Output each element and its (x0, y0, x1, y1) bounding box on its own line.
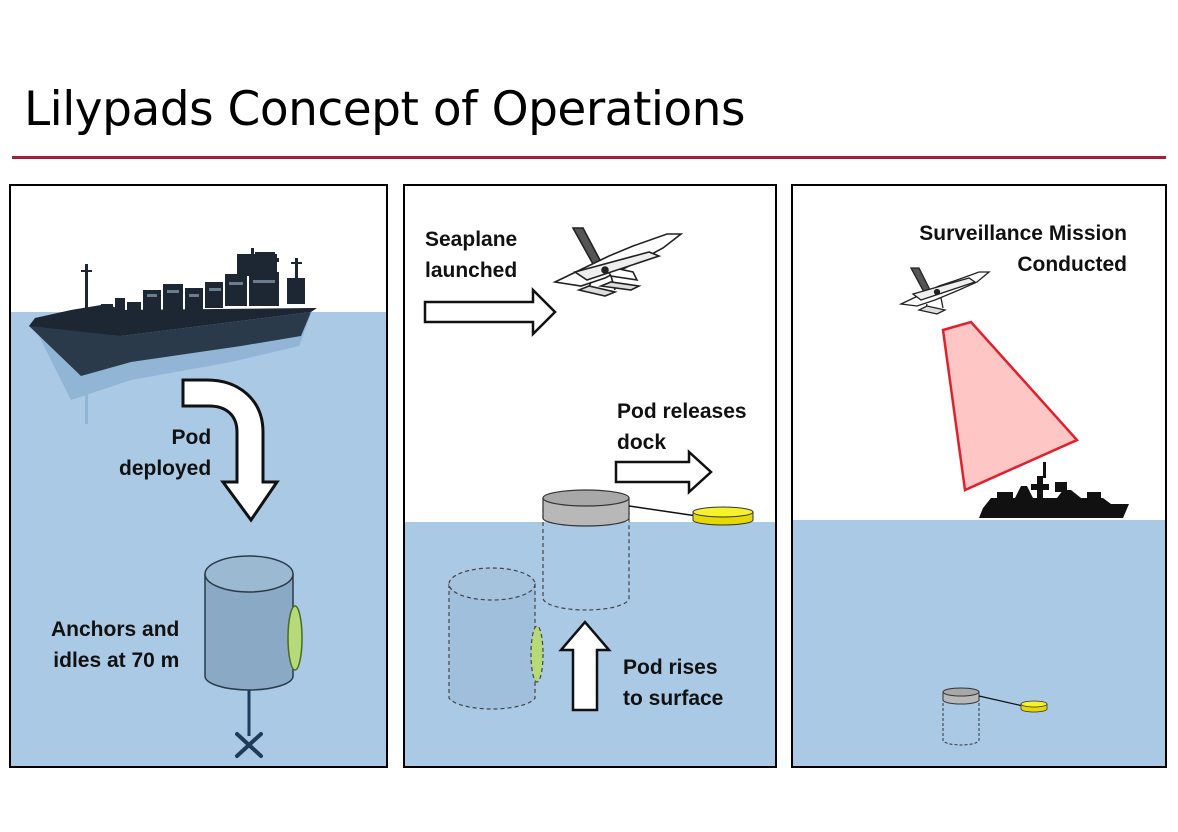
panel-1-illustration (11, 248, 386, 766)
dock-tether (978, 695, 1024, 707)
label-seaplane-line-1: Seaplane (425, 228, 518, 251)
label-surveillance-line-1: Surveillance Mission (919, 222, 1127, 245)
title-divider-line (12, 156, 1166, 159)
label-pod-rises-line-1: Pod rises (623, 656, 718, 679)
pod-icon (942, 687, 980, 746)
page-title: Lilypads Concept of Operations (24, 82, 745, 137)
label-anchors-line-2: idles at 70 m (53, 649, 180, 672)
cargo-containers (147, 280, 275, 297)
label-pod-rises: Pod rises to surface (623, 652, 723, 714)
panel-2-illustration (405, 227, 775, 766)
right-arrow-icon (423, 286, 557, 338)
label-pod-releases-dock: Pod releases dock (617, 396, 747, 458)
dock-tether (628, 505, 698, 517)
title-divider (12, 156, 1166, 159)
label-pod-deployed: Pod deployed (119, 422, 211, 484)
label-pod-releases-line-2: dock (617, 431, 667, 454)
warship-icon (979, 462, 1129, 518)
pod-icon (204, 555, 303, 691)
battery-icon (287, 605, 303, 671)
seaplane-icon (552, 227, 684, 297)
label-seaplane-line-2: launched (425, 259, 518, 282)
curved-down-arrow-icon (181, 378, 280, 523)
dock-icon (1020, 700, 1048, 713)
label-surveillance-mission: Surveillance Mission Conducted (919, 218, 1127, 280)
dock-icon (692, 506, 754, 526)
right-arrow-icon (614, 449, 713, 495)
panel-pod-deployment: Pod deployed Anchors and idles at 70 m (9, 184, 388, 768)
label-anchors-line-1: Anchors and (51, 618, 180, 641)
pod-icon (448, 567, 544, 710)
panel-seaplane-launch: Seaplane launched Pod releases dock Pod … (403, 184, 777, 768)
panel-surveillance: Surveillance Mission Conducted (791, 184, 1167, 768)
seaplane-icon (898, 267, 991, 315)
panel-3-illustration (793, 267, 1165, 766)
label-pod-rises-line-2: to surface (623, 687, 724, 710)
label-pod-releases-line-1: Pod releases (617, 400, 747, 423)
label-pod-deployed-line-2: deployed (119, 457, 212, 480)
label-seaplane-launched: Seaplane launched (425, 224, 517, 286)
battery-icon (530, 625, 544, 683)
sensor-beam-icon (941, 320, 1080, 492)
label-surveillance-line-2: Conducted (1017, 253, 1127, 276)
label-anchors-idles: Anchors and idles at 70 m (51, 614, 179, 676)
up-arrow-icon (558, 620, 612, 712)
anchor-icon (235, 732, 263, 758)
label-pod-deployed-line-1: Pod (171, 426, 212, 449)
sea-water (793, 520, 1165, 766)
pod-icon (542, 489, 630, 611)
